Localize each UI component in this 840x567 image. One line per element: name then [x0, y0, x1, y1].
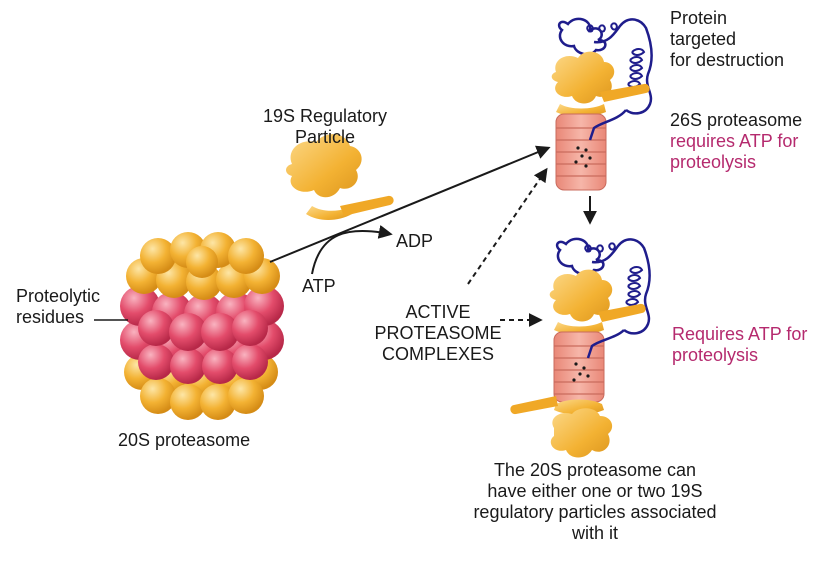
active-label-line3: COMPLEXES — [381, 344, 495, 364]
p2-req-line2: proteolysis — [672, 345, 759, 365]
peptide-dots — [574, 146, 592, 168]
adp-label: ADP — [396, 231, 434, 251]
p26-name-line: 26S proteasome — [670, 110, 803, 130]
atp-label: ATP — [302, 276, 336, 296]
bottom-caption: The 20S proteasome can have either one o… — [430, 460, 760, 544]
p26-req-line2: proteolysis — [670, 152, 757, 172]
atp-adp-arrow — [311, 225, 393, 275]
active-label-line1: ACTIVE — [405, 302, 471, 322]
proteolytic-label-line2: residues — [16, 307, 85, 327]
proteolytic-residues-label: Proteolytic residues — [16, 286, 100, 328]
core-20s-label: 20S proteasome — [118, 430, 251, 450]
core-pink-layers — [120, 286, 284, 384]
regulatory-particle-label: 19S Regulatory Particle — [240, 106, 410, 148]
target-label-line3: for destruction — [670, 50, 785, 70]
regulatory-label-line2: Particle — [294, 127, 356, 147]
p2-req-line1: Requires ATP for — [672, 324, 808, 344]
caption-line4: with it — [571, 523, 618, 543]
caption-line3: regulatory particles associated — [473, 502, 717, 522]
p26-req-line1: requires ATP for — [670, 131, 799, 151]
dashed-arrow-to-26s — [467, 167, 548, 285]
regulatory-particle-19s — [286, 134, 394, 220]
proteolytic-label-line1: Proteolytic — [16, 286, 101, 306]
proteasome-two-caps — [510, 237, 651, 458]
proteasome-two-caps-label: Requires ATP for proteolysis — [672, 324, 807, 366]
proteasome-26s — [551, 17, 653, 191]
regulatory-label-line1: 19S Regulatory — [262, 106, 388, 126]
caption-line1: The 20S proteasome can — [493, 460, 697, 480]
target-label-line1: Protein — [670, 8, 728, 28]
core-20s-proteasome — [120, 232, 284, 420]
proteasome-26s-label: 26S proteasome requires ATP for proteoly… — [670, 110, 802, 173]
active-label-line2: PROTEASOME — [374, 323, 502, 343]
assembly-arrow — [269, 145, 551, 263]
core-top-orange-layer — [126, 232, 280, 300]
caption-line2: have either one or two 19S — [487, 481, 703, 501]
active-complexes-label: ACTIVE PROTEASOME COMPLEXES — [368, 302, 508, 365]
target-label-line2: targeted — [670, 29, 737, 49]
target-protein-label: Protein targeted for destruction — [670, 8, 784, 71]
target-protein-chain — [557, 17, 607, 56]
